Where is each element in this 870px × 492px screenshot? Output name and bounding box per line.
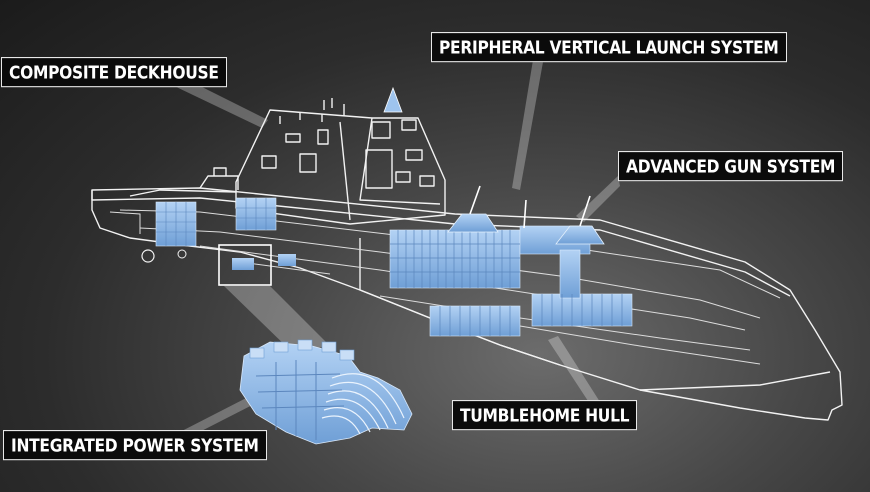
peripheral-vertical-launch-system-label: PERIPHERAL VERTICAL LAUNCH SYSTEM [431, 32, 787, 63]
gun-turret-forward [555, 225, 605, 245]
forward-superstructure [199, 175, 239, 190]
magazine-grid [390, 230, 623, 336]
forward-magazine [389, 225, 633, 337]
aft-vls-grid [156, 198, 276, 246]
tumblehome-hull-label: TUMBLEHOME HULL [452, 400, 638, 431]
power-system-closeup [239, 339, 413, 445]
gun-turret-aft [447, 213, 499, 233]
bow-bulb [639, 371, 831, 391]
advanced-gun-system-label: ADVANCED GUN SYSTEM [618, 151, 844, 182]
mast-cone [383, 86, 403, 113]
gun-barrels [469, 185, 591, 229]
integrated-power-system-label: INTEGRATED POWER SYSTEM [3, 430, 267, 461]
zoom-leader [224, 286, 330, 352]
gun-turrets [447, 213, 605, 245]
aft-block [129, 189, 237, 197]
ags-leader [576, 176, 620, 222]
mast [323, 98, 345, 116]
propeller [141, 249, 155, 263]
ips-location [141, 244, 296, 286]
pvls-leader [512, 60, 543, 190]
deckhouse-leader [170, 76, 268, 128]
deckhouse [129, 98, 446, 225]
composite-deckhouse-label: COMPOSITE DECKHOUSE [1, 57, 227, 88]
ips-highlight-box [218, 244, 272, 286]
